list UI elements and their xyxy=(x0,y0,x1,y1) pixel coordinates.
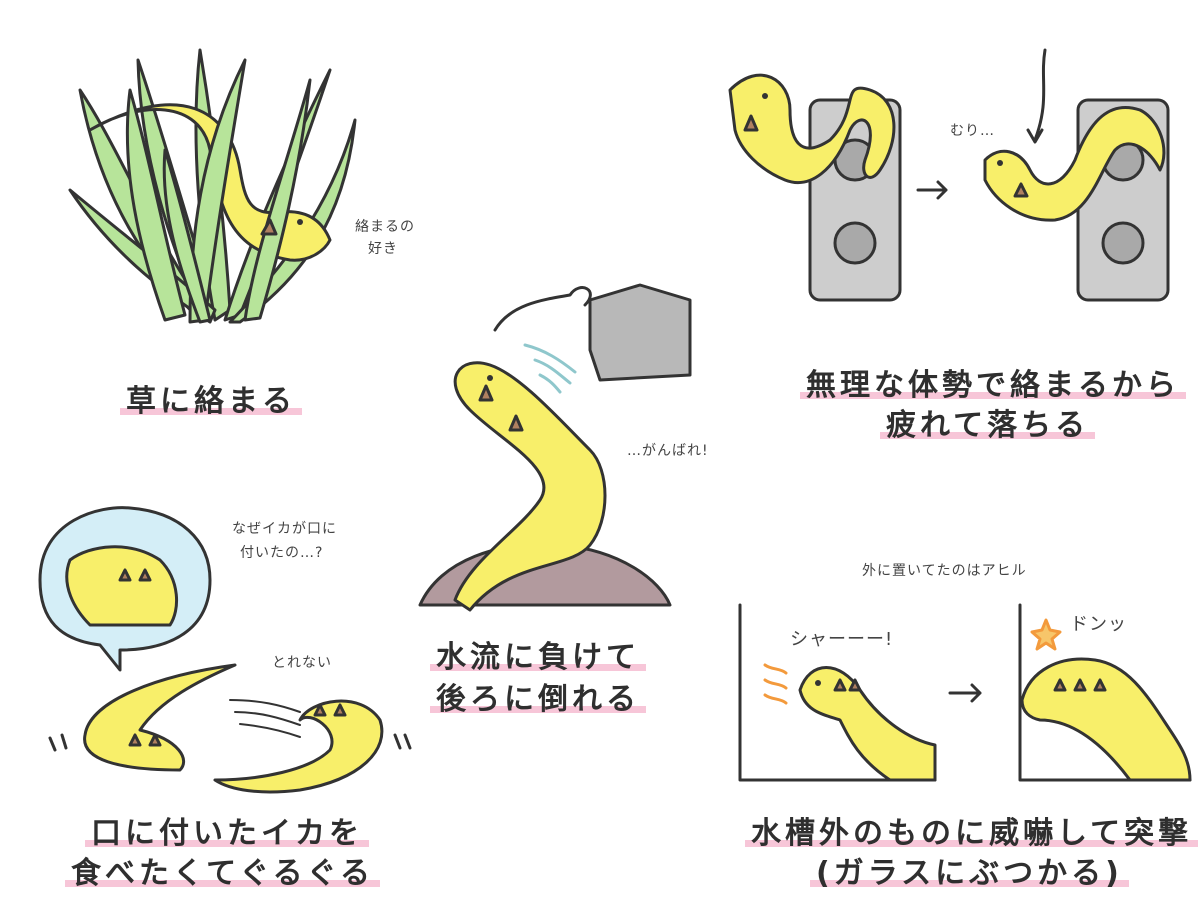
note-outside: 外に置いてたのはアヒル xyxy=(862,563,1027,579)
note-bump: ドンッ xyxy=(1070,614,1127,635)
note-impossible: むり… xyxy=(950,123,995,139)
caption-grass: 草に絡まる xyxy=(120,376,302,420)
note-hiss: シャーーー! xyxy=(790,629,894,650)
note-cant-remove: とれない xyxy=(272,655,332,671)
note-likes-line2: 好き xyxy=(368,241,398,257)
caption-tired-line1: 無理な体勢で絡まるから xyxy=(800,360,1186,404)
caption-squid-line2: 食べたくてぐるぐる xyxy=(65,848,380,892)
note-likes-line1: 絡まるの xyxy=(355,219,415,235)
note-why-line2: 付いたの…? xyxy=(240,545,324,561)
squid-eel-illustration xyxy=(38,506,412,794)
caption-glass-line2: (ガラスにぶつかる) xyxy=(810,848,1129,892)
grass-eel-illustration xyxy=(68,48,357,324)
caption-squid-line1: 口に付いたイカを xyxy=(85,808,369,852)
note-cheer: …がんばれ! xyxy=(627,443,709,459)
caption-tired-line2: 疲れて落ちる xyxy=(880,400,1096,444)
glass-eel-illustration xyxy=(738,603,1192,782)
current-eel-illustration xyxy=(418,283,692,612)
note-why-line1: なぜイカが口に xyxy=(232,521,337,537)
stand-eel-illustration xyxy=(728,48,1170,302)
caption-glass-line1: 水槽外のものに威嚇して突撃 xyxy=(745,808,1199,852)
caption-current-line1: 水流に負けて xyxy=(430,632,646,676)
caption-current-line2: 後ろに倒れる xyxy=(430,674,646,718)
